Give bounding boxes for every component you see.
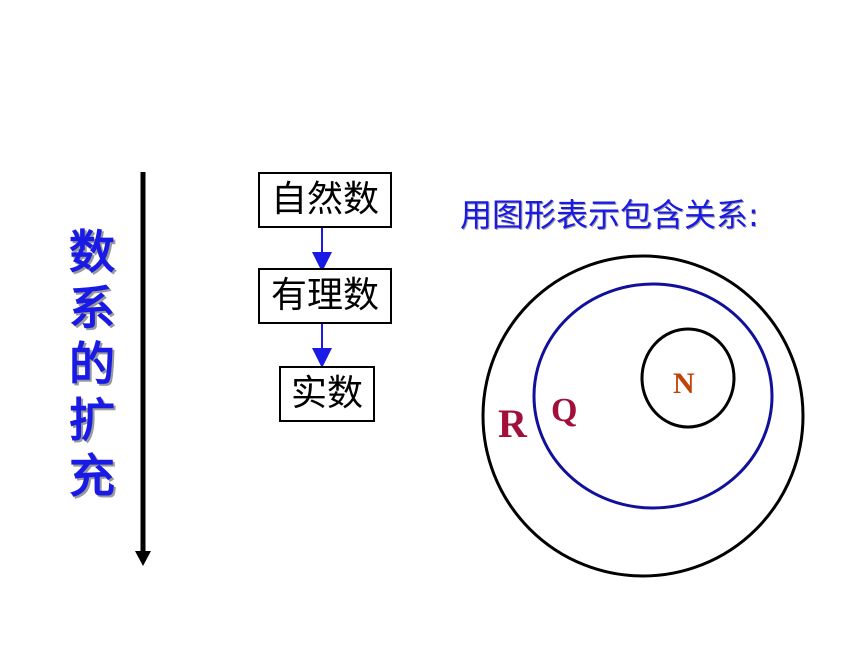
vertical-arrow-head: [135, 551, 151, 566]
natural-numbers-box: 自然数: [258, 172, 392, 228]
set-n-circle: [640, 327, 736, 429]
set-q-label: Q: [551, 392, 577, 429]
rational-numbers-box: 有理数: [258, 268, 392, 324]
title-char-2: 系: [69, 281, 115, 335]
set-r-circle: [481, 254, 805, 578]
set-n-label: N: [673, 367, 695, 400]
real-numbers-box: 实数: [279, 366, 375, 422]
set-r-label: R: [498, 401, 528, 446]
vertical-title: 数 系 的 扩 充: [64, 224, 120, 504]
title-char-5: 充: [69, 449, 115, 503]
inclusion-subtitle: 用图形表示包含关系:: [460, 196, 759, 234]
title-char-3: 的: [69, 337, 115, 391]
title-char-1: 数: [69, 225, 115, 279]
title-char-4: 扩: [69, 393, 115, 447]
set-q-circle: [532, 282, 774, 510]
vertical-arrow: [135, 172, 151, 566]
